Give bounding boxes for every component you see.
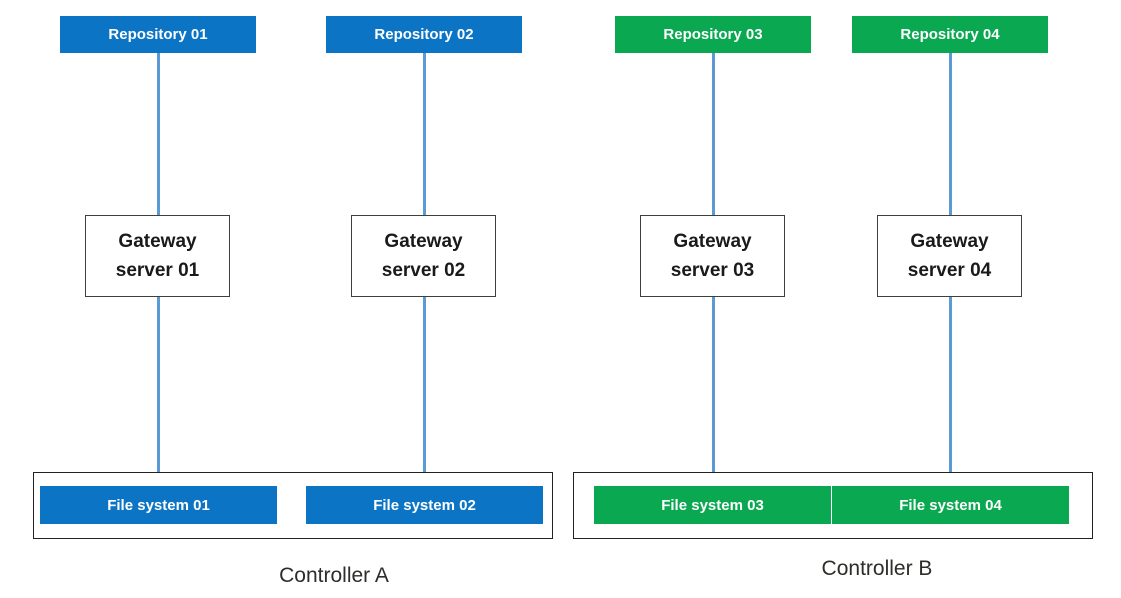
file-system-box-03: File system 03 bbox=[594, 486, 831, 524]
gateway-server-box-04: Gateway server 04 bbox=[877, 215, 1022, 297]
file-system-box-01: File system 01 bbox=[40, 486, 277, 524]
gateway-label-line2: server 03 bbox=[670, 260, 755, 281]
repository-box-03: Repository 03 bbox=[615, 16, 811, 53]
file-system-box-04: File system 04 bbox=[832, 486, 1069, 524]
repository-box-01: Repository 01 bbox=[60, 16, 256, 53]
gateway-label-line2: server 02 bbox=[381, 260, 466, 281]
repository-box-02: Repository 02 bbox=[326, 16, 522, 53]
gateway-label-line2: server 01 bbox=[115, 260, 200, 281]
gateway-server-box-03: Gateway server 03 bbox=[640, 215, 785, 297]
controller-b-label: Controller B bbox=[821, 557, 933, 580]
gateway-server-box-01: Gateway server 01 bbox=[85, 215, 230, 297]
gateway-label-line2: server 04 bbox=[907, 260, 992, 281]
controller-a-label: Controller A bbox=[279, 564, 389, 587]
gateway-label-line1: Gateway bbox=[673, 231, 752, 252]
repository-box-04: Repository 04 bbox=[852, 16, 1048, 53]
gateway-label-line1: Gateway bbox=[118, 231, 197, 252]
gateway-label-line1: Gateway bbox=[384, 231, 463, 252]
gateway-server-box-02: Gateway server 02 bbox=[351, 215, 496, 297]
file-system-box-02: File system 02 bbox=[306, 486, 543, 524]
gateway-label-line1: Gateway bbox=[910, 231, 989, 252]
